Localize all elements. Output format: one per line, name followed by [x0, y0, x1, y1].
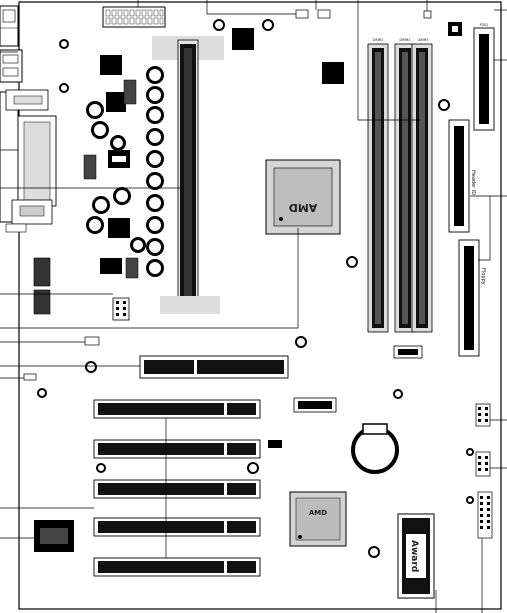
- agp-slot: [139, 355, 289, 379]
- voltage-regulators: [83, 28, 344, 279]
- ic-chip: [33, 289, 51, 315]
- fan-header: [317, 9, 331, 19]
- small-header: [23, 373, 37, 381]
- dimm-slots: DIMM1 DIMM2 DIMM3: [367, 38, 433, 333]
- south-bridge-brand: AMD: [309, 509, 327, 517]
- floppy-header: FDD1: [473, 23, 495, 131]
- bios-label: Award: [409, 540, 419, 572]
- south-bridge-chip: AMD: [289, 491, 347, 547]
- dimm2-label: DIMM2: [400, 38, 411, 42]
- bios-chip: Award: [397, 513, 435, 599]
- north-bridge-chip: AMD: [265, 159, 341, 235]
- cpu-slot-a: [152, 36, 224, 314]
- io-panel: [0, 5, 57, 233]
- jumper-block: [112, 297, 130, 321]
- atx-power-connector: [102, 6, 166, 28]
- dimm3-label: DIMM3: [418, 38, 429, 42]
- floppy-vertical-label: Floppy: [480, 268, 486, 285]
- pci-slots: [93, 399, 261, 577]
- jumper: [423, 10, 432, 19]
- ide2-header: Floppy: [458, 239, 486, 357]
- floppy-label: FDD1: [480, 23, 489, 27]
- dimm1-label: DIMM1: [373, 38, 384, 42]
- ide1-header: Header ID: [448, 119, 476, 233]
- small-chip: [268, 440, 282, 448]
- ide-header-label: Header ID: [470, 170, 476, 195]
- cmos-battery: [351, 423, 399, 474]
- front-panel-header: [475, 403, 493, 539]
- ic-chip: [33, 257, 51, 287]
- small-header: [84, 336, 100, 346]
- north-bridge-brand: AMD: [289, 201, 318, 214]
- fan-header: [295, 9, 309, 19]
- mounting-holes: [37, 19, 474, 558]
